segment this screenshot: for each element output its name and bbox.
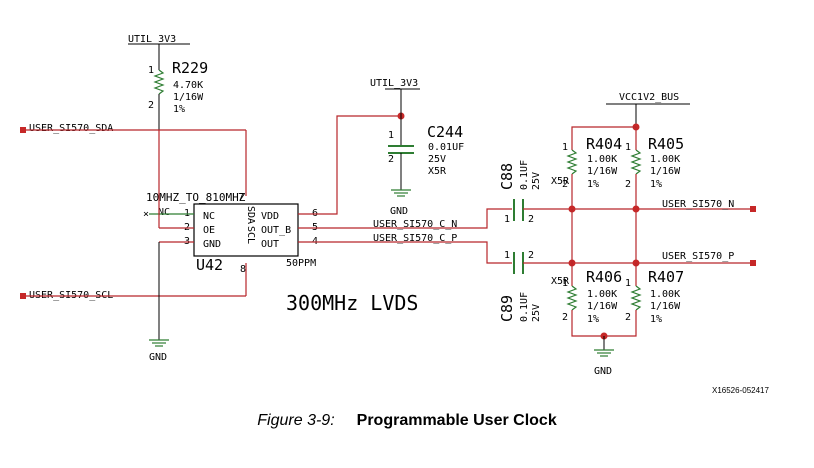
gnd-c244-label: GND xyxy=(390,206,408,217)
u42-pin6-name: VDD xyxy=(261,211,279,222)
r229-pullup: UTIL_3V3 1 2 R229 4.70K 1/16W 1% xyxy=(128,34,208,130)
r404-power: 1/16W xyxy=(587,166,618,177)
r404-pin1: 1 xyxy=(562,142,568,153)
c244-pin2: 2 xyxy=(388,154,394,165)
r229-power: 1/16W xyxy=(173,92,204,103)
u42-scl-name: SCL xyxy=(245,226,256,244)
user-si570-p-label: USER_SI570_P xyxy=(662,251,734,262)
u42-pin7-num: 7 xyxy=(238,192,244,203)
c89-pin2: 2 xyxy=(528,250,534,261)
r406-power: 1/16W xyxy=(587,301,618,312)
i2c-nets: USER_SI570_SDA 7 USER_SI570_SCL 8 xyxy=(20,123,247,301)
util-3v3-cap-label: UTIL_3V3 xyxy=(370,78,418,89)
r229-tolerance: 1% xyxy=(173,104,185,115)
c89-dielectric: X5R xyxy=(551,276,570,287)
r406-tolerance: 1% xyxy=(587,314,599,325)
r405-power: 1/16W xyxy=(650,166,681,177)
r405-pin1: 1 xyxy=(625,142,631,153)
r404-value: 1.00K xyxy=(587,154,617,165)
document-id: X16526-052417 xyxy=(712,386,769,395)
c89-ref: C89 xyxy=(498,295,516,322)
u42-ref: U42 xyxy=(196,256,223,274)
c244-pin1: 1 xyxy=(388,130,394,141)
u42-pin3-name: GND xyxy=(203,239,221,250)
u42-pin4-name: OUT xyxy=(261,239,279,250)
r407-power: 1/16W xyxy=(650,301,681,312)
c88-pin1: 1 xyxy=(504,214,510,225)
p-terminal[interactable] xyxy=(750,260,756,266)
figure-title: Programmable User Clock xyxy=(356,412,557,429)
util-3v3-top-label: UTIL_3V3 xyxy=(128,34,176,45)
r407-pin1: 1 xyxy=(625,278,631,289)
r407-pin2: 2 xyxy=(625,312,631,323)
c88-value: 0.1UF xyxy=(519,160,530,190)
sda-terminal[interactable] xyxy=(20,127,26,133)
c244-value: 0.01UF xyxy=(428,142,464,153)
figure-caption: Figure 3-9: Programmable User Clock xyxy=(0,412,814,430)
nc-x-mark: × xyxy=(143,209,149,220)
r406-pin1: 1 xyxy=(562,278,568,289)
r407-tolerance: 1% xyxy=(650,314,662,325)
r404-ref: R404 xyxy=(586,135,622,153)
c244-voltage: 25V xyxy=(428,154,446,165)
n-terminal[interactable] xyxy=(750,206,756,212)
user-si570-sda-label: USER_SI570_SDA xyxy=(29,123,113,134)
r229-pin2: 2 xyxy=(148,100,154,111)
c88-voltage: 25V xyxy=(531,172,542,190)
u42-pin5-name: OUT_B xyxy=(261,225,291,236)
u42-pin1-name: NC xyxy=(203,211,215,222)
c88-dielectric: X5R xyxy=(551,176,570,187)
user-si570-n-label: USER_SI570_N xyxy=(662,199,734,210)
user-si570-c-p-label: USER_SI570_C_P xyxy=(373,233,457,244)
r406-ref: R406 xyxy=(586,268,622,286)
u42-body xyxy=(193,203,299,257)
r405-tolerance: 1% xyxy=(650,179,662,190)
figure-number: Figure 3-9: xyxy=(257,412,335,429)
lvds-outputs: USER_SI570_C_N USER_SI570_C_P xyxy=(298,208,512,264)
r404-tolerance: 1% xyxy=(587,179,599,190)
scl-terminal[interactable] xyxy=(20,293,26,299)
c88-coupling: 1 2 C88 0.1UF 25V X5R xyxy=(498,160,570,225)
r405-value: 1.00K xyxy=(650,154,680,165)
c89-pin1: 1 xyxy=(504,250,510,261)
c88-pin2: 2 xyxy=(528,214,534,225)
r229-value: 4.70K xyxy=(173,80,203,91)
u42-sda-name: SDA xyxy=(245,206,256,224)
r229-ref: R229 xyxy=(172,59,208,77)
gnd-u42: GND xyxy=(149,339,169,363)
c244-ref: C244 xyxy=(427,123,463,141)
r407-value: 1.00K xyxy=(650,289,680,300)
r406-pin2: 2 xyxy=(562,312,568,323)
r405-pin2: 2 xyxy=(625,179,631,190)
nc-label: NC xyxy=(158,207,170,218)
u42-stability: 50PPM xyxy=(286,258,316,269)
lvds-annotation: 300MHz LVDS xyxy=(286,291,418,315)
r404-pin2: 2 xyxy=(562,179,568,190)
u42-range: 10MHZ_TO_810MHZ xyxy=(146,191,246,204)
c89-voltage: 25V xyxy=(531,304,542,322)
r406-value: 1.00K xyxy=(587,289,617,300)
r229-pin1: 1 xyxy=(148,65,154,76)
u42-pin8-num: 8 xyxy=(240,264,246,275)
c244-decoupling: UTIL_3V3 GND 1 2 C244 0.01UF 25V X5R xyxy=(298,78,464,217)
gnd-term-label: GND xyxy=(594,366,612,377)
r407-ref: R407 xyxy=(648,268,684,286)
c244-dielectric: X5R xyxy=(428,166,447,177)
user-si570-c-n-label: USER_SI570_C_N xyxy=(373,219,457,230)
u42-pin2-name: OE xyxy=(203,225,215,236)
r405-ref: R405 xyxy=(648,135,684,153)
c89-value: 0.1UF xyxy=(519,292,530,322)
gnd-u42-label: GND xyxy=(149,352,167,363)
c88-ref: C88 xyxy=(498,163,516,190)
vcc1v2-bus-label: VCC1V2_BUS xyxy=(619,92,679,103)
c89-coupling: 1 2 C89 0.1UF 25V X5R xyxy=(498,250,570,322)
termination-network: VCC1V2_BUS 1 2 R404 1.00K 1/16W 1% 1 2 R… xyxy=(523,92,756,377)
